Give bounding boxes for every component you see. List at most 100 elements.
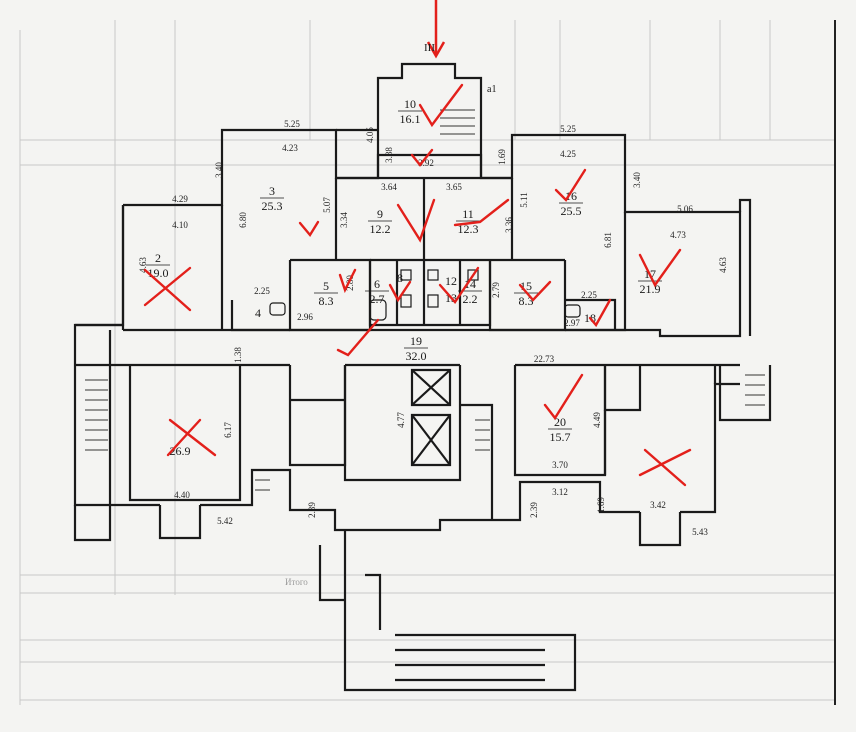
dimension-label: 5.06: [677, 204, 693, 214]
room-number: 3: [269, 184, 275, 198]
room-area: 25.3: [262, 199, 283, 213]
room-area: 16.1: [400, 112, 421, 126]
dimension-label: 5.43: [692, 527, 708, 537]
dimension-label: 2.39: [529, 502, 539, 518]
room-number: 8: [397, 271, 403, 285]
dimension-label: 1.38: [233, 347, 243, 363]
red-check-marks: [143, 83, 692, 487]
check-mark-icon: [588, 298, 612, 328]
dimension-label: 5.25: [560, 124, 576, 134]
dimension-label: 3.40: [632, 172, 642, 188]
check-mark-icon: [338, 268, 357, 294]
room-label-r6: 62.7: [365, 277, 389, 306]
dimension-label: 6.81: [603, 232, 613, 248]
check-mark-icon: [438, 266, 480, 304]
room-number: 11: [462, 207, 474, 221]
dimension-label: 4.77: [396, 412, 406, 428]
dimension-label: 3.65: [446, 182, 462, 192]
dimension-label: 3.36: [504, 217, 514, 233]
dimension-label: 6.80: [238, 212, 248, 228]
entrance-arrow-icon: [426, 0, 446, 59]
room-number: 4: [255, 306, 261, 320]
dimension-label: 2.25: [581, 290, 597, 300]
room-number: 14: [464, 277, 476, 291]
dimension-label: 4.05: [365, 127, 375, 143]
sanitary-fixtures: [269, 269, 581, 321]
check-mark-icon: [638, 248, 682, 288]
room-number: 12: [445, 274, 457, 288]
room-area: 2.7: [370, 292, 385, 306]
room-area: 8.3: [319, 294, 334, 308]
room-label-r8: 8: [397, 271, 403, 285]
cross-mark-icon: [166, 418, 217, 457]
dimension-label: 4.10: [172, 220, 188, 230]
total-label: Итого: [285, 577, 308, 587]
dimension-label: 1.69: [497, 149, 507, 165]
dimension-label: 5.25: [284, 119, 300, 129]
room-area: 19.0: [148, 266, 169, 280]
dimension-label: 2.39: [307, 502, 317, 518]
dimension-label: 22.73: [534, 354, 555, 364]
dimension-label: 4.63: [138, 257, 148, 273]
dimension-label: 4.49: [592, 412, 602, 428]
room-label-r12: 12: [445, 274, 457, 288]
dimension-label: 4.23: [282, 143, 298, 153]
cross-mark-icon: [638, 448, 692, 487]
room-area: 2.2: [463, 292, 478, 306]
cross-mark-icon: [143, 266, 192, 312]
check-mark-icon: [554, 168, 587, 202]
axis-label: III: [424, 42, 435, 54]
dimension-label: 5.42: [217, 516, 233, 526]
room-area: 32.0: [406, 349, 427, 363]
check-mark-icon: [418, 83, 464, 128]
room-number: 20: [554, 415, 566, 429]
dimension-label: 2.80: [345, 275, 355, 291]
check-mark-icon: [336, 318, 380, 357]
dimension-label: 4.29: [172, 194, 188, 204]
dimension-label: 1.69: [596, 497, 606, 513]
corner-label: a1: [487, 84, 497, 95]
room-number: 5: [323, 279, 329, 293]
room-number: 19: [410, 334, 422, 348]
dimension-label: 3.92: [418, 158, 434, 168]
room-number: 2: [155, 251, 161, 265]
check-mark-icon: [453, 198, 510, 227]
check-mark-icon: [298, 220, 320, 238]
dimension-label: 4.63: [718, 257, 728, 273]
dimension-label: 3.40: [214, 162, 224, 178]
dimension-label: 4.73: [670, 230, 686, 240]
check-mark-icon: [543, 373, 584, 421]
room-area: 25.5: [561, 204, 582, 218]
dimension-label: 3.88: [384, 147, 394, 163]
check-mark-icon: [518, 280, 552, 302]
dimension-label: 3.42: [650, 500, 666, 510]
dimension-label: 6.17: [223, 422, 233, 438]
dimension-label: 2.97: [564, 318, 580, 328]
room-area: 15.7: [550, 430, 571, 444]
room-label-r3: 325.3: [260, 184, 284, 213]
room-area: 8.3: [519, 294, 534, 308]
room-area: 12.3: [458, 222, 479, 236]
check-mark-icon: [410, 148, 434, 167]
dimension-label: 3.70: [552, 460, 568, 470]
room-label-r5: 58.3: [314, 279, 338, 308]
room-number: 6: [374, 277, 380, 291]
room-area: 12.2: [370, 222, 391, 236]
dimension-label: 5.07: [322, 197, 332, 213]
dimension-label: 4.40: [174, 490, 190, 500]
dimension-label: 5.11: [519, 192, 529, 207]
check-mark-icon: [388, 280, 412, 303]
dimension-label: 4.25: [560, 149, 576, 159]
background-table-grid: [19, 20, 836, 705]
check-mark-icon: [396, 198, 436, 243]
room-label-r4: 4: [255, 306, 261, 320]
dimension-label: 3.34: [339, 212, 349, 228]
dimension-label: 2.96: [297, 312, 313, 322]
room-label-r9: 912.2: [368, 207, 392, 236]
room-number: 10: [404, 97, 416, 111]
stair-hatching: [85, 109, 765, 491]
